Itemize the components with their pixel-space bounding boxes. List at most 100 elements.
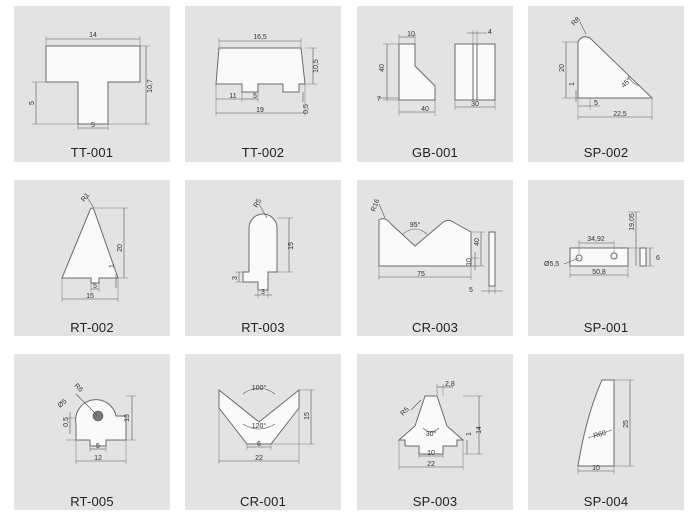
part-card-sp-002[interactable]: 20 R8 1 5 45° 22,5 SP-002: [528, 6, 684, 162]
cr-003-dim-height: 40: [474, 238, 481, 246]
part-code: CR-001: [240, 494, 286, 509]
cr-003-side-shape: [488, 231, 496, 287]
part-card-rt-002[interactable]: R1 20 1 5 15 RT-002: [14, 180, 170, 336]
rt-003-dim-radius: R5: [253, 198, 264, 209]
sp-002-dim-base: 5: [594, 100, 598, 107]
part-card-rt-003[interactable]: R5 15 3 3 RT-003: [185, 180, 341, 336]
sp-001-side-shape: [639, 247, 647, 267]
rt-005-dim-hole: Ø5: [57, 398, 69, 409]
cr-003-drawing: 95° R16 10 40 75 5: [370, 198, 503, 294]
part-card-cr-003[interactable]: 95° R16 10 40 75 5 CR-003: [357, 180, 513, 336]
sp-001-shape: [569, 247, 629, 267]
rt-005-shape: [75, 399, 127, 447]
tt-001-dim-leg-height: 5: [29, 101, 36, 105]
part-code: SP-001: [583, 320, 629, 335]
part-code: CR-003: [412, 320, 458, 335]
rt-005-dim-notch: 5: [96, 443, 100, 450]
rt-003-dim-step: 3: [232, 276, 239, 280]
rt-002-dim-height: 20: [117, 244, 124, 252]
part-code: SP-004: [583, 494, 629, 509]
sp-002-drawing: 20 R8 1 5 45° 22,5: [559, 16, 654, 120]
rt-005-drawing: R6 Ø5 0,5 13 5 12: [57, 382, 136, 464]
sp-004-shape: [577, 379, 615, 467]
cr-001-dim-height: 15: [304, 412, 311, 420]
sp-003-dim-step: 1: [466, 432, 473, 436]
sp-001-drawing: 34,92 Ø5,5 19,05 50,8 6: [544, 211, 660, 278]
cr-003-dim-angle: 95°: [410, 221, 421, 229]
tt-001-dim-leg-width: 5: [91, 122, 95, 129]
part-code: RT-003: [241, 320, 285, 335]
part-code: TT-002: [241, 145, 285, 160]
cr-001-dim-base: 6: [257, 441, 261, 448]
tt-001-dim-width: 14: [89, 32, 97, 39]
cr-001-shape: [218, 388, 300, 445]
cr-003-dim-thickness: 5: [469, 287, 473, 294]
tt-002-dim-top: 16,5: [253, 34, 267, 41]
cr-001-dim-inner-angle: 120°: [252, 422, 267, 430]
tt-002-dim-slot: 5: [253, 93, 257, 100]
part-code: SP-002: [583, 145, 629, 160]
part-card-sp-003[interactable]: 2,8 R5 30° 14 1 10 22 SP-003: [357, 354, 513, 510]
part-card-sp-004[interactable]: 25 R60 10 SP-004: [528, 354, 684, 510]
sp-003-dim-top: 2,8: [445, 381, 455, 388]
sp-004-dim-width: 10: [592, 465, 600, 472]
sp-001-hole-right: [610, 252, 618, 260]
part-card-gb-001[interactable]: 10 40 7 40 4 30 GB-001: [357, 6, 513, 162]
sp-004-dim-height: 25: [623, 420, 630, 428]
sp-002-dim-radius: R8: [570, 16, 581, 27]
cr-003-dim-base: 10: [466, 258, 473, 266]
sp-002-dim-step: 1: [569, 82, 576, 86]
cr-001-dim-outer-angle: 100°: [252, 384, 267, 392]
gb-001-dim-base: 7: [377, 96, 381, 103]
part-code: RT-002: [70, 320, 114, 335]
rt-002-dim-radius: R1: [80, 192, 91, 203]
part-code: GB-001: [411, 145, 458, 160]
sp-001-dim-hole-dia: Ø5,5: [544, 261, 559, 268]
cr-001-dim-width: 22: [255, 455, 263, 462]
rt-003-dim-leg: 3: [261, 289, 265, 296]
rt-002-dim-notch: 5: [93, 283, 97, 290]
tt-002-dim-step: 0,5: [303, 104, 310, 114]
rt-005-dim-radius: R6: [73, 382, 84, 393]
rt-003-drawing: R5 15 3 3: [232, 198, 295, 298]
part-code: SP-003: [412, 494, 458, 509]
sp-003-dim-radius: R5: [399, 406, 410, 417]
sp-002-shape: [577, 36, 654, 99]
gb-001-dim-slot: 4: [488, 29, 492, 36]
part-card-rt-005[interactable]: R6 Ø5 0,5 13 5 12 RT-005: [14, 354, 170, 510]
gb-001-drawing: 10 40 7 40 4 30: [377, 29, 496, 116]
sp-003-dim-height: 14: [476, 426, 483, 434]
cr-003-dim-width: 75: [417, 271, 425, 278]
sp-001-dim-hole-pitch: 34,92: [587, 236, 605, 243]
rt-003-dim-height: 15: [288, 242, 295, 250]
sp-001-dim-height: 19,05: [629, 213, 636, 231]
part-card-sp-001[interactable]: 34,92 Ø5,5 19,05 50,8 6 SP-001: [528, 180, 684, 336]
tt-002-dim-height: 10,5: [313, 59, 320, 73]
rt-002-dim-width: 15: [86, 293, 94, 300]
sp-003-shape: [397, 395, 465, 455]
tt-002-shape: [215, 47, 306, 93]
part-card-tt-001[interactable]: 14 10,7 5 5 TT-001: [14, 6, 170, 162]
rt-002-shape: [61, 207, 119, 284]
sp-003-drawing: 2,8 R5 30° 14 1 10 22: [397, 381, 483, 470]
tt-001-dim-height: 10,7: [147, 79, 154, 93]
sp-002-dim-height: 20: [559, 64, 566, 72]
sp-002-dim-width: 22,5: [613, 111, 627, 118]
sp-004-dim-radius: R60: [593, 430, 607, 440]
gb-001-dim-width: 30: [471, 101, 479, 108]
sp-004-drawing: 25 R60 10: [577, 379, 634, 474]
sp-003-dim-slot: 10: [427, 450, 435, 457]
tt-002-dim-bottom: 19: [256, 107, 264, 114]
cr-001-drawing: 100° 120° 15 6 22: [218, 384, 315, 464]
cr-003-dim-radius: R16: [370, 198, 381, 213]
part-card-tt-002[interactable]: 16,5 10,5 11 5 19 0,5 TT-002: [185, 6, 341, 162]
cr-003-v-shape: [378, 218, 472, 267]
gb-001-dim-top: 10: [407, 31, 415, 38]
gb-001-dim-height: 40: [379, 64, 386, 72]
tt-002-drawing: 16,5 10,5 11 5 19 0,5: [215, 34, 320, 116]
tt-002-dim-slot-offset: 11: [229, 93, 236, 100]
part-code: RT-005: [70, 494, 114, 509]
part-card-cr-001[interactable]: 100° 120° 15 6 22 CR-001: [185, 354, 341, 510]
rt-005-dim-width: 12: [94, 455, 102, 462]
